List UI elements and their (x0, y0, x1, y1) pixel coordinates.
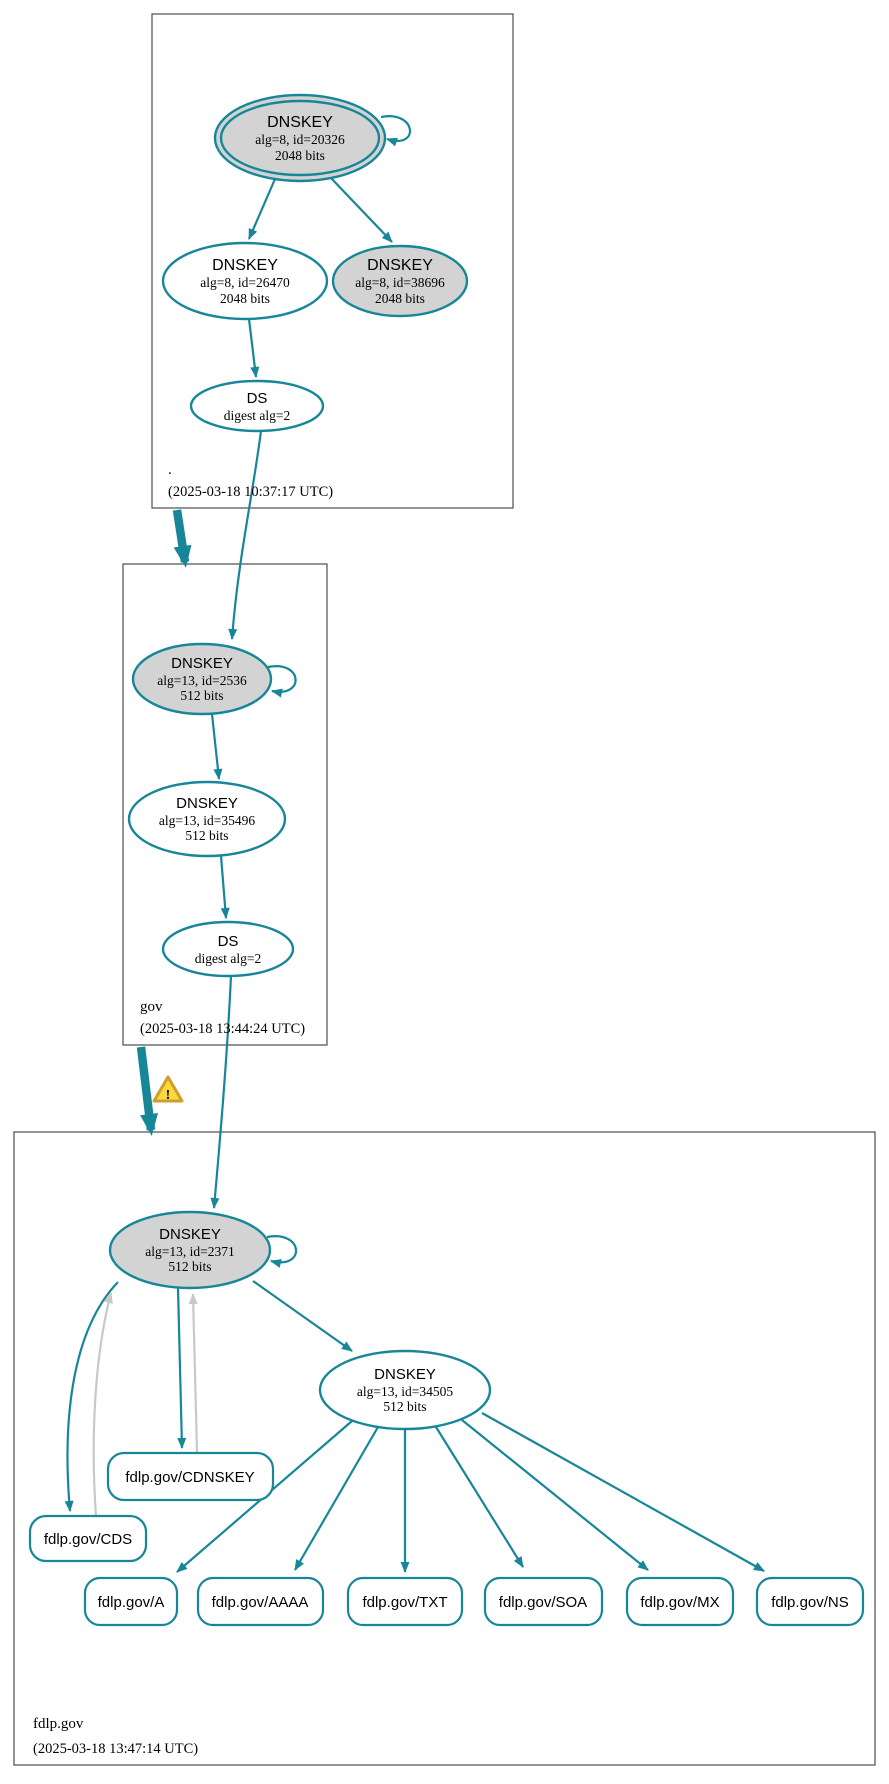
rrset-cds-label: fdlp.gov/CDS (44, 1531, 132, 1548)
root-ksk-attrs: alg=8, id=20326 (255, 132, 345, 147)
rrset-txt[interactable] (346, 1576, 464, 1627)
edge-root-ksk-to-key2 (329, 176, 393, 243)
zone-box-gov (122, 563, 328, 1046)
rrset-soa[interactable] (483, 1576, 604, 1627)
rrset-a[interactable] (83, 1576, 179, 1627)
edge-root-zsk-to-ds (247, 318, 260, 378)
edge-gov-ksk-to-zsk (210, 713, 223, 780)
root-key2-attrs: alg=8, id=38696 (355, 275, 445, 290)
edge-fdlp-ksk-to-cds (64, 1281, 119, 1512)
rrset-mx-label: fdlp.gov/MX (640, 1594, 719, 1611)
rrset-soa-label: fdlp.gov/SOA (499, 1594, 587, 1611)
root-zsk-title: DNSKEY (212, 257, 278, 274)
zone-timestamp-fdlp-gov: (2025-03-18 13:47:14 UTC) (33, 1741, 198, 1757)
rrset-a-label: fdlp.gov/A (98, 1594, 165, 1611)
gov-ds-node[interactable] (161, 920, 295, 978)
fdlp-ksk-bits: 512 bits (168, 1259, 211, 1274)
root-key2-bits: 2048 bits (375, 291, 425, 306)
root-ds-title: DS (247, 390, 268, 407)
edge-gov-zsk-to-ds (219, 855, 230, 919)
gov-zsk-attrs: alg=13, id=35496 (159, 813, 255, 828)
root-key2-title: DNSKEY (367, 257, 433, 274)
fdlp-ksk-node[interactable] (108, 1210, 272, 1290)
rrset-aaaa[interactable] (196, 1576, 325, 1627)
zone-root: DNSKEY alg=8, id=20326 2048 bits DNSKEY … (161, 93, 469, 500)
gov-zsk-node[interactable] (127, 780, 287, 858)
gov-zsk-bits: 512 bits (185, 828, 228, 843)
root-zsk-node[interactable] (161, 241, 329, 321)
gov-ksk-title: DNSKEY (171, 655, 233, 672)
edge-delegation-root-to-gov (172, 509, 192, 568)
rrset-cds[interactable] (28, 1514, 148, 1563)
zone-box-root (151, 13, 514, 509)
gov-ds-attrs: digest alg=2 (195, 951, 261, 966)
root-ksk-node-inner (219, 99, 381, 177)
edge-fdlp-cds-to-ksk (92, 1292, 113, 1518)
root-ksk-bits: 2048 bits (275, 148, 325, 163)
root-key2-node[interactable] (331, 244, 469, 318)
rrset-ns[interactable] (755, 1576, 865, 1627)
edge-fdlp-ksk-selfsign (266, 1235, 298, 1268)
warning-icon: ! (152, 1075, 184, 1103)
root-zsk-attrs: alg=8, id=26470 (200, 275, 290, 290)
edge-gov-ds-to-fdlp-ksk (210, 975, 233, 1209)
gov-ksk-bits: 512 bits (180, 688, 223, 703)
gov-ksk-node[interactable] (131, 642, 273, 716)
fdlp-ksk-attrs: alg=13, id=2371 (145, 1244, 234, 1259)
rrset-txt-label: fdlp.gov/TXT (362, 1594, 447, 1611)
edge-fdlp-zsk-to-aaaa (294, 1426, 379, 1571)
rrset-ns-label: fdlp.gov/NS (771, 1594, 849, 1611)
fdlp-zsk-attrs: alg=13, id=34505 (357, 1384, 453, 1399)
rrset-cdnskey-label: fdlp.gov/CDNSKEY (125, 1469, 254, 1486)
root-ksk-title: DNSKEY (267, 114, 333, 131)
zone-label-fdlp-gov: fdlp.gov (33, 1716, 84, 1732)
fdlp-ksk-title: DNSKEY (159, 1226, 221, 1243)
fdlp-zsk-bits: 512 bits (383, 1399, 426, 1414)
zone-timestamp-gov: (2025-03-18 13:44:24 UTC) (140, 1021, 305, 1037)
edge-fdlp-ksk-to-zsk (252, 1280, 353, 1352)
rrset-aaaa-label: fdlp.gov/AAAA (212, 1594, 309, 1611)
edge-root-ksk-to-zsk (247, 178, 277, 240)
edge-gov-ksk-selfsign (267, 665, 297, 698)
warning-glyph: ! (166, 1088, 171, 1103)
rrset-cdnskey[interactable] (106, 1451, 275, 1502)
root-zsk-bits: 2048 bits (220, 291, 270, 306)
fdlp-zsk-node[interactable] (318, 1349, 492, 1431)
zone-fdlp-gov: DNSKEY alg=13, id=2371 512 bits DNSKEY a… (28, 1210, 865, 1757)
zone-box-fdlp-gov (13, 1131, 876, 1766)
edge-fdlp-cdnskey-to-ksk (188, 1293, 199, 1454)
edge-fdlp-zsk-to-ns (481, 1412, 765, 1572)
warning-triangle (152, 1075, 184, 1103)
root-ds-node[interactable] (189, 379, 325, 433)
edge-fdlp-zsk-to-mx (461, 1419, 649, 1571)
zone-gov: DNSKEY alg=13, id=2536 512 bits DNSKEY a… (127, 642, 305, 1037)
edge-root-ksk-selfsign (380, 115, 412, 147)
edge-root-ds-to-gov-ksk (228, 430, 263, 640)
zone-label-gov: gov (140, 999, 163, 1015)
root-ds-attrs: digest alg=2 (224, 408, 290, 423)
gov-ds-title: DS (218, 933, 239, 950)
zone-label-root: . (168, 462, 172, 478)
edge-fdlp-zsk-to-soa (435, 1426, 524, 1568)
edge-delegation-gov-to-fdlp (136, 1046, 159, 1136)
edge-fdlp-ksk-to-cdnskey (176, 1287, 187, 1449)
gov-zsk-title: DNSKEY (176, 795, 238, 812)
root-ksk-node-outer[interactable] (213, 93, 387, 183)
gov-ksk-attrs: alg=13, id=2536 (157, 673, 247, 688)
fdlp-zsk-title: DNSKEY (374, 1366, 436, 1383)
zone-timestamp-root: (2025-03-18 10:37:17 UTC) (168, 484, 333, 500)
rrset-mx[interactable] (625, 1576, 735, 1627)
